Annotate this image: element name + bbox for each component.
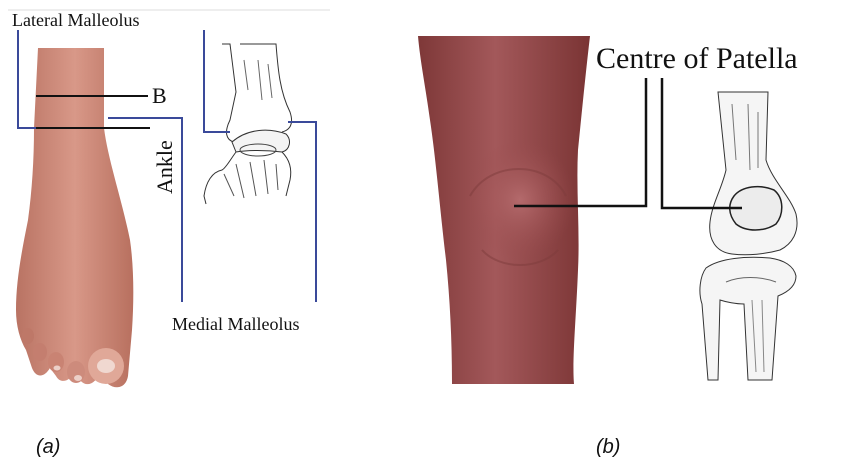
- panel-b: Centre of Patella: [418, 36, 798, 384]
- toenail-3: [54, 366, 61, 371]
- fibula-outline: [222, 44, 236, 142]
- label-ankle: Ankle: [152, 140, 177, 194]
- label-medial-malleolus: Medial Malleolus: [172, 314, 299, 334]
- patella-bulge: [465, 140, 575, 260]
- toenail-2: [74, 375, 82, 381]
- metatarsal-lines: [224, 160, 278, 198]
- foot-outline-right: [282, 152, 291, 196]
- tibia-fibula-outline: [700, 257, 796, 380]
- label-lateral-malleolus: Lateral Malleolus: [12, 10, 139, 30]
- label-b: B: [152, 83, 167, 108]
- bone-shading: [244, 60, 272, 100]
- caption-b: (b): [596, 436, 620, 459]
- label-centre-of-patella: Centre of Patella: [596, 42, 798, 75]
- toe-4: [33, 343, 47, 361]
- toe-5: [22, 328, 34, 344]
- leader-lateral-malleolus: [18, 30, 36, 128]
- knee-photo: [418, 36, 590, 384]
- knee-bone-drawing: [700, 92, 797, 380]
- leader-medial-malleolus-right: [288, 122, 316, 302]
- foot-outline-left: [204, 152, 236, 204]
- foot-photo: [16, 48, 133, 387]
- ankle-bone-drawing: [204, 44, 292, 204]
- big-toe-nail: [97, 359, 115, 373]
- panel-a: Lateral Malleolus B Ankle Medial Malleol…: [8, 10, 330, 387]
- caption-a: (a): [36, 436, 60, 459]
- leader-fibula: [204, 30, 230, 132]
